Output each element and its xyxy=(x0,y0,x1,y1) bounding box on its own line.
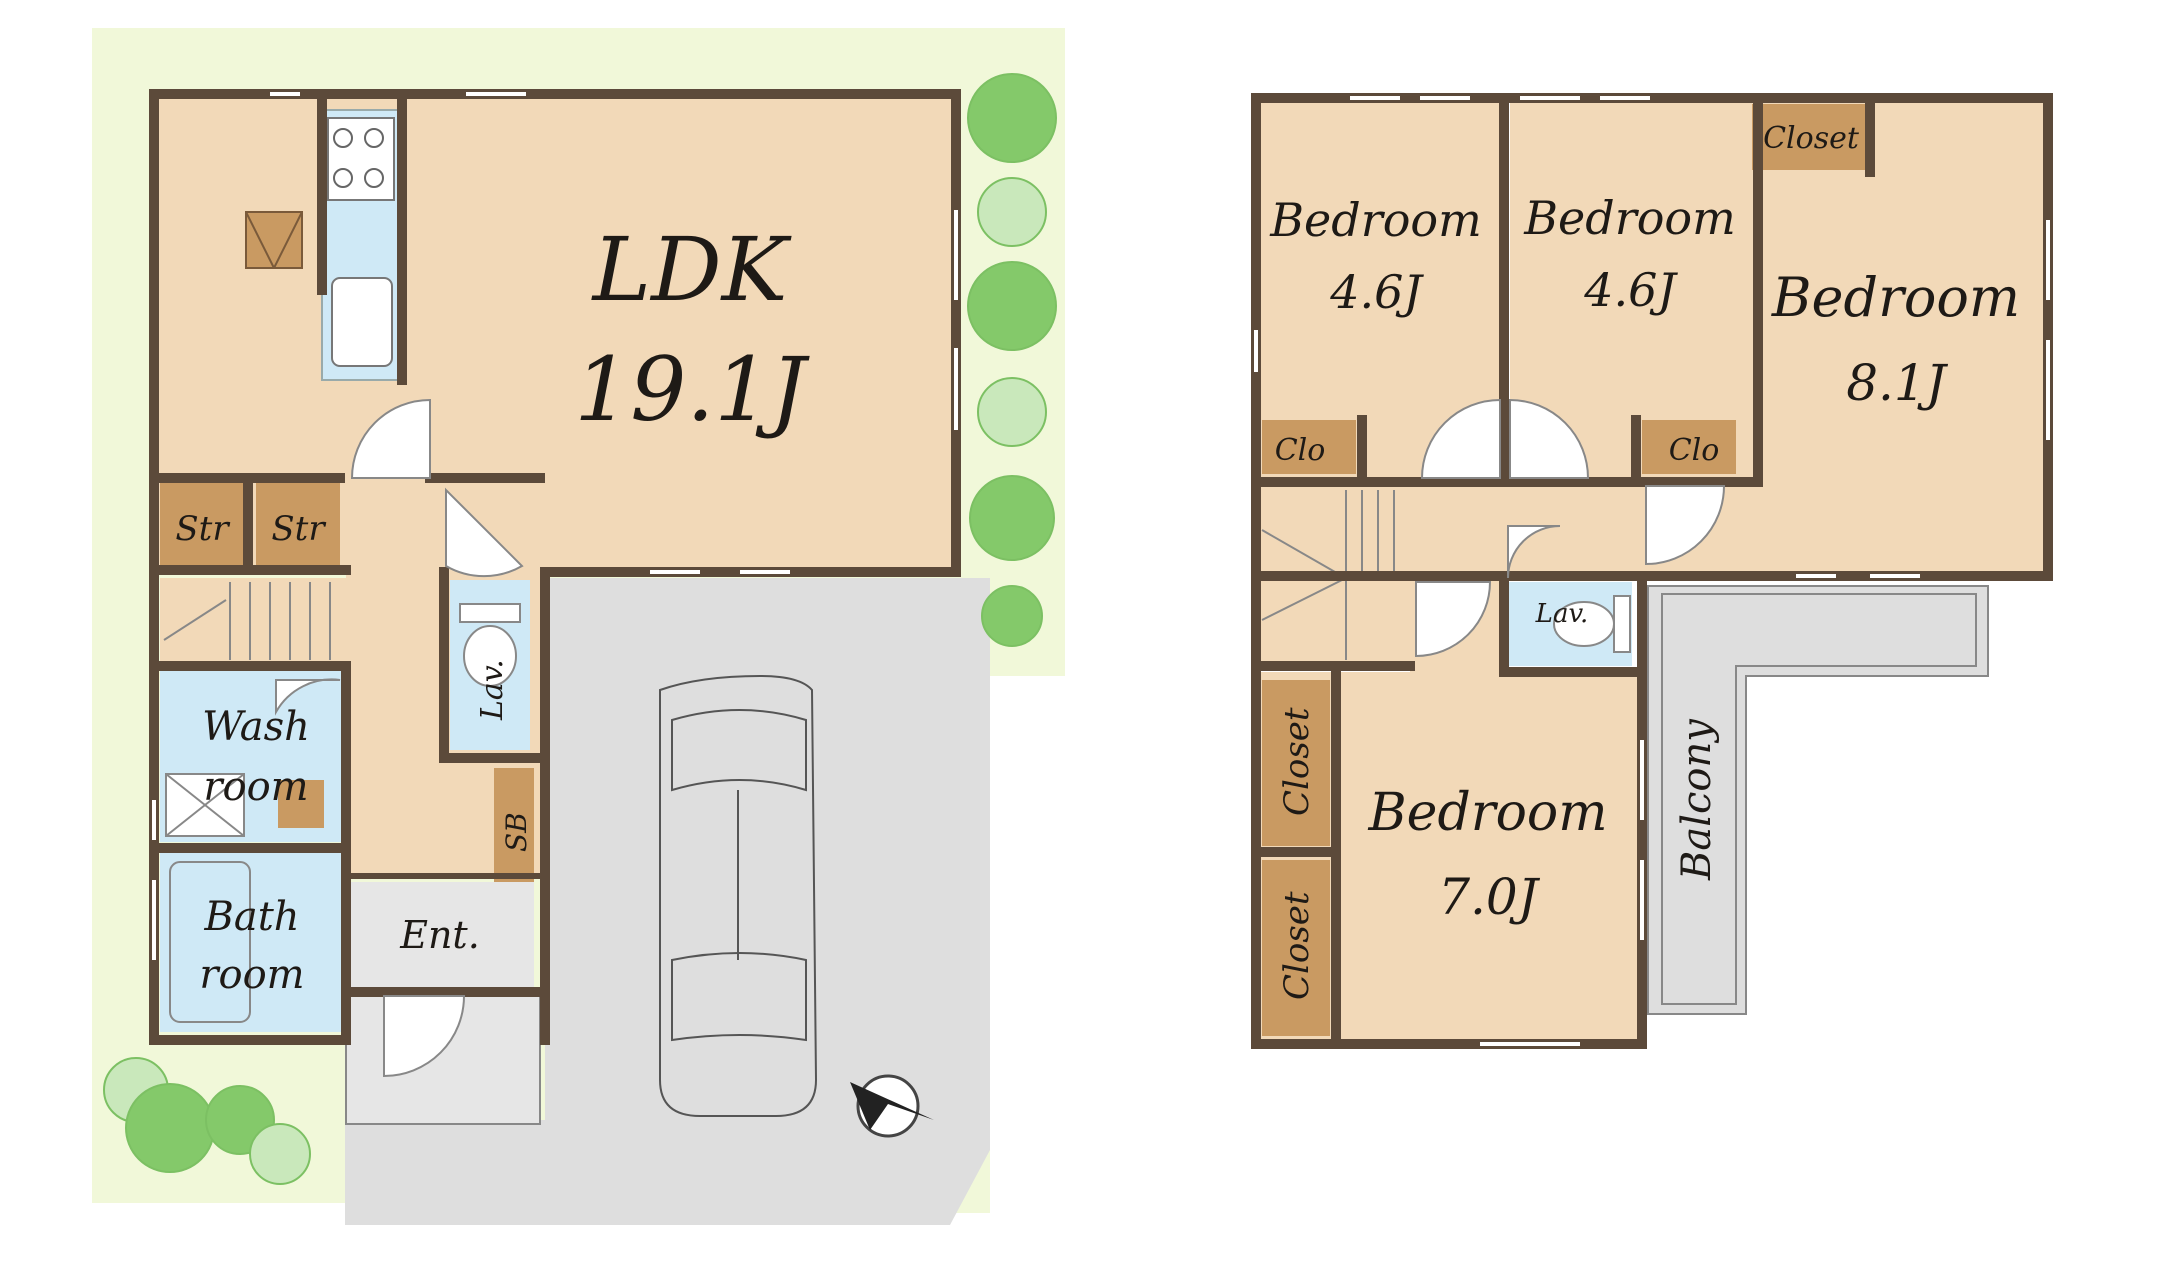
tree-icon xyxy=(967,73,1057,163)
clo-b-label: Clo xyxy=(1669,433,1720,468)
floor-2: Bedroom 4.6J Bedroom 4.6J Bedroom 8.1J B… xyxy=(1251,93,2053,1049)
closet-left-b-label: Closet xyxy=(1277,891,1317,1000)
bedroom-ne xyxy=(1758,98,2048,576)
toilet-icon xyxy=(463,625,517,687)
closet-left-a-label: Closet xyxy=(1277,707,1317,816)
ldk-size: 19.1J xyxy=(574,338,810,441)
closet-left-a xyxy=(1262,680,1330,846)
stove-icon xyxy=(327,117,395,201)
clo-a-label: Clo xyxy=(1275,433,1326,468)
entrance-label: Ent. xyxy=(399,913,480,957)
storage-a xyxy=(160,482,244,568)
bedroom-nw-label: Bedroom xyxy=(1269,193,1481,247)
storage-a-label: Str xyxy=(175,509,230,549)
tree-icon xyxy=(969,475,1055,561)
entrance xyxy=(346,882,534,990)
car-icon xyxy=(659,674,818,1117)
floor-1: LDK 19.1J Str Str Wash room Bath room La… xyxy=(92,28,1065,1225)
bedroom-n-size: 4.6J xyxy=(1583,263,1678,317)
closet-left-b xyxy=(1262,860,1330,1036)
shoe-box xyxy=(494,768,534,892)
tree-icon xyxy=(977,177,1047,247)
north-arrow-icon xyxy=(850,1074,934,1138)
ldk-label: LDK xyxy=(591,218,792,321)
bedroom-ne-size: 8.1J xyxy=(1846,354,1949,412)
doors-1f xyxy=(275,398,524,1078)
walls-1f xyxy=(149,89,961,1045)
tree-icon xyxy=(977,377,1047,447)
bath-label-2: room xyxy=(199,952,304,998)
storage-b xyxy=(256,482,340,568)
stair-steps xyxy=(163,582,331,660)
bath-label-1: Bath xyxy=(203,894,299,940)
clo-b xyxy=(1642,420,1736,474)
wash-label-1: Wash xyxy=(202,704,310,750)
closet-top-label: Closet xyxy=(1763,121,1860,156)
fridge-icon xyxy=(245,211,303,269)
tree-icon xyxy=(125,1083,215,1173)
shoe-box-label: SB xyxy=(500,812,533,852)
bedroom-nw-size: 4.6J xyxy=(1329,265,1424,319)
toilet-tank xyxy=(459,603,521,623)
bathtub-icon xyxy=(169,861,251,1023)
trees-1f xyxy=(103,73,1057,1185)
tree-icon xyxy=(981,585,1043,647)
bedroom-ne-label: Bedroom xyxy=(1771,266,2020,329)
balcony xyxy=(1647,585,1989,1015)
windows-1f xyxy=(152,92,958,960)
clo-a xyxy=(1262,420,1356,474)
wash-label-2: room xyxy=(203,764,308,810)
storage-b-label: Str xyxy=(271,509,326,549)
lavatory-label-2f: Lav. xyxy=(1535,599,1589,629)
windows-2f xyxy=(1254,96,2050,1046)
parking-area xyxy=(345,578,990,1225)
stairs-1f xyxy=(160,578,346,666)
tree-icon xyxy=(967,261,1057,351)
sink-icon xyxy=(331,277,393,367)
bedroom-s-label: Bedroom xyxy=(1367,783,1607,843)
wash-cabinet xyxy=(278,780,324,828)
closet-top xyxy=(1752,104,1870,170)
lavatory-label-1f: Lav. xyxy=(475,659,510,721)
doors-2f xyxy=(1415,398,1726,658)
bedroom-s-size: 7.0J xyxy=(1438,868,1541,926)
balcony-label: Balcony xyxy=(1674,718,1720,881)
bedroom-n-label: Bedroom xyxy=(1523,191,1735,245)
tree-icon xyxy=(249,1123,311,1185)
